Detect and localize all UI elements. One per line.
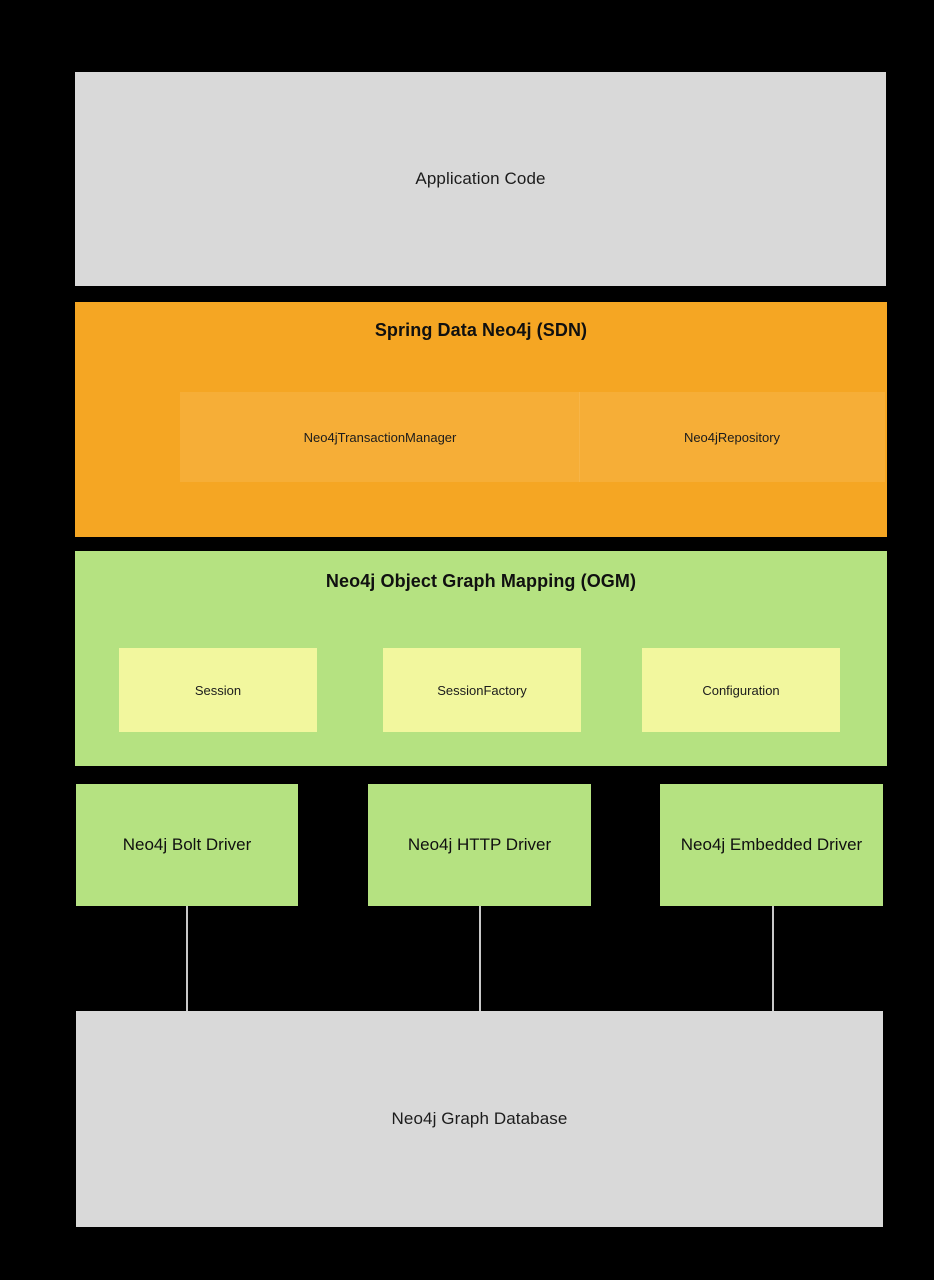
spring-data-neo4j-layer: Spring Data Neo4j (SDN) Neo4jTransaction… (75, 302, 887, 537)
session-factory-box: SessionFactory (383, 648, 581, 732)
neo4j-http-driver-label: Neo4j HTTP Driver (407, 835, 552, 854)
neo4j-transaction-manager-label: Neo4jTransactionManager (303, 429, 457, 445)
neo4j-ogm-layer: Neo4j Object Graph Mapping (OGM) Session… (75, 551, 887, 766)
application-code-layer: Application Code (75, 72, 886, 286)
spring-data-neo4j-title: Spring Data Neo4j (SDN) (374, 320, 588, 340)
neo4j-repository-label: Neo4jRepository (683, 429, 781, 445)
neo4j-graph-database-label: Neo4j Graph Database (391, 1109, 568, 1128)
neo4j-graph-database-layer: Neo4j Graph Database (76, 1011, 883, 1227)
configuration-label: Configuration (702, 682, 780, 698)
connector-http-to-database (479, 906, 481, 1011)
neo4j-bolt-driver-label: Neo4j Bolt Driver (122, 835, 252, 854)
session-box: Session (119, 648, 317, 732)
session-label: Session (194, 682, 242, 698)
connector-embedded-to-database (772, 906, 774, 1011)
connector-bolt-to-database (186, 906, 188, 1011)
neo4j-embedded-driver-label: Neo4j Embedded Driver (680, 835, 863, 854)
session-factory-label: SessionFactory (437, 682, 527, 698)
application-code-label: Application Code (415, 169, 546, 188)
neo4j-bolt-driver-box: Neo4j Bolt Driver (76, 784, 298, 906)
neo4j-http-driver-box: Neo4j HTTP Driver (368, 784, 591, 906)
neo4j-ogm-title: Neo4j Object Graph Mapping (OGM) (325, 571, 637, 591)
neo4j-repository-box: Neo4jRepository (579, 392, 885, 482)
neo4j-embedded-driver-box: Neo4j Embedded Driver (660, 784, 883, 906)
configuration-box: Configuration (642, 648, 840, 732)
neo4j-transaction-manager-box: Neo4jTransactionManager (180, 392, 580, 482)
